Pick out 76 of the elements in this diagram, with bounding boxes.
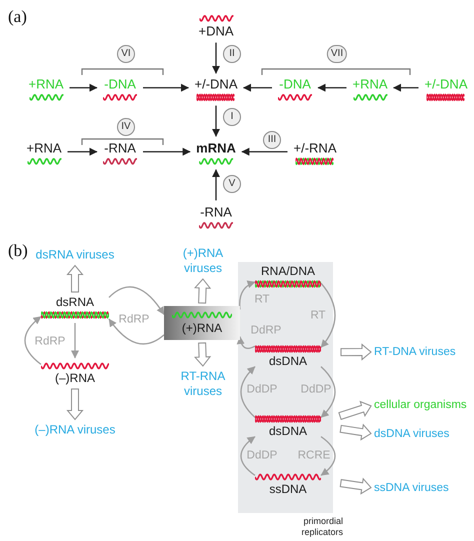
molecule-label: -RNA (200, 204, 232, 221)
group-label: RT-DNA viruses (374, 344, 456, 360)
curved-arrow (108, 318, 164, 344)
molecule-label: -RNA (104, 140, 136, 157)
hollow-arrow (340, 424, 372, 441)
edge-label: RT (310, 308, 326, 324)
group-label: (–)RNA viruses (34, 422, 116, 438)
hollow-arrow (194, 342, 212, 367)
hollow-arrow (340, 343, 372, 361)
group-label: ssDNA viruses (374, 480, 449, 496)
arrow (393, 84, 418, 92)
molecule-label: +/-RNA (294, 140, 336, 157)
molecule-label: +RNA (352, 76, 388, 93)
edge-label: I (223, 108, 241, 126)
edge-label: V (223, 175, 241, 193)
curved-arrow (320, 366, 336, 418)
arrow (243, 84, 272, 92)
curved-arrow (320, 282, 336, 348)
curved-arrow (240, 366, 256, 418)
edge-label: DdDP (246, 382, 278, 398)
hollow-arrow (338, 400, 372, 420)
molecule-label: +/-DNA (194, 76, 238, 93)
curved-arrow (320, 436, 336, 476)
panel-caption: primordial replicators (300, 516, 343, 538)
circled-numeral: VII (326, 45, 348, 63)
hollow-arrow (194, 278, 212, 304)
molecule-label: +/-DNA (424, 76, 468, 93)
edge-label: RdRP (118, 312, 150, 328)
arrow (143, 148, 191, 156)
group-label: dsRNA viruses (36, 248, 114, 262)
hollow-arrow (66, 388, 84, 420)
molecule-label: mRNA (196, 140, 236, 157)
edge-label: DdDP (300, 382, 332, 398)
arrow (71, 323, 79, 358)
molecule-label: dsDNA (268, 354, 307, 369)
curved-arrow (236, 336, 256, 349)
edge-label: RdRP (34, 334, 66, 350)
edge-label: III (263, 131, 281, 149)
molecule-label: dsRNA (56, 295, 94, 310)
arrow (68, 148, 98, 156)
molecule-label: -DNA (279, 76, 311, 93)
curved-arrow (24, 316, 42, 365)
arrow (212, 169, 220, 200)
circled-numeral: IV (117, 118, 135, 136)
molecule-label: dsDNA (268, 424, 307, 439)
molecule-label: RNA/DNA (260, 264, 315, 279)
circled-numeral: VI (117, 45, 135, 63)
edge-label: RCRE (298, 448, 330, 464)
group-label: dsDNA viruses (374, 426, 450, 442)
gradient-box (164, 306, 240, 340)
arrow (241, 148, 288, 156)
curved-arrow (108, 286, 165, 315)
group-label: cellular organisms (374, 398, 467, 412)
group-label: (+)RNA viruses (182, 246, 224, 276)
hollow-arrow (66, 264, 84, 292)
arrow (212, 42, 220, 74)
molecule-label: (–)RNA (54, 371, 95, 386)
arrow (143, 84, 189, 92)
edge-label: II (223, 45, 241, 63)
edge-label: DdRP (250, 323, 282, 338)
molecule-label: (+)RNA (182, 320, 222, 336)
hollow-arrow (340, 478, 372, 495)
edge-label: RT (254, 292, 270, 308)
group-label: RT-RNA viruses (180, 369, 226, 399)
molecule-label: +DNA (198, 23, 234, 40)
edge-label: DdDP (246, 448, 278, 464)
panel-letter: (b) (8, 240, 28, 262)
arrow (318, 84, 346, 92)
molecule-label: -DNA (104, 76, 136, 93)
molecule-label: +RNA (28, 76, 64, 93)
arrow (212, 106, 220, 137)
molecule-label: ssDNA (269, 482, 307, 497)
curved-arrow (240, 436, 256, 476)
molecule-label: +RNA (26, 140, 62, 157)
arrow (70, 84, 98, 92)
panel-letter: (a) (8, 6, 27, 28)
